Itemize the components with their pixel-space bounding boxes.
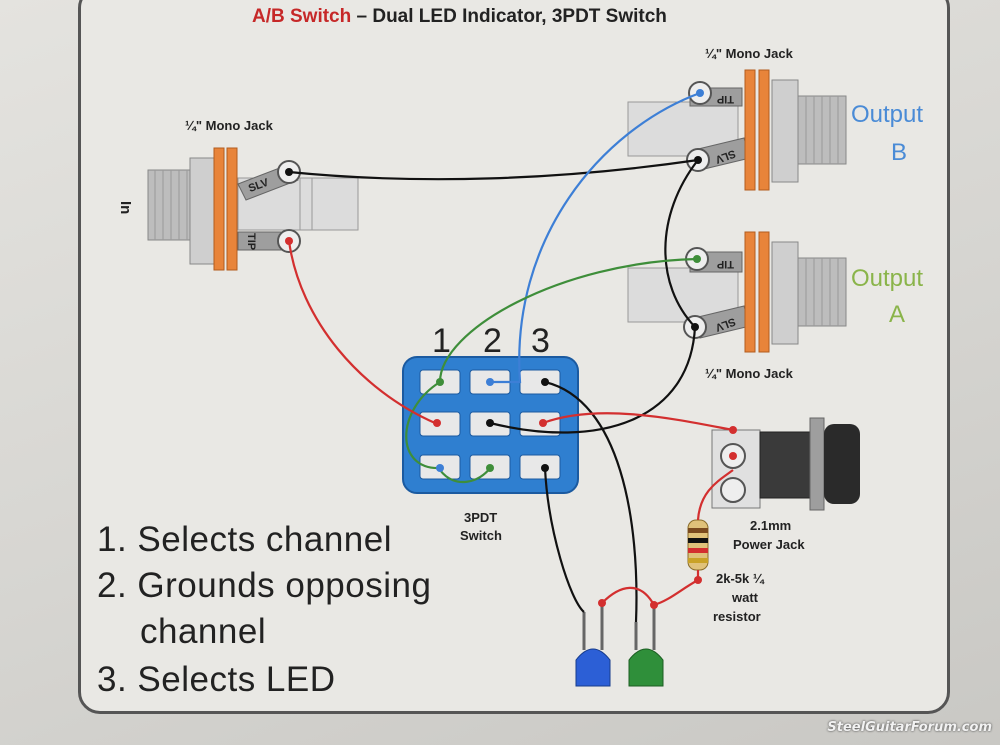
power-jack-label-line2: Power Jack [733, 537, 805, 552]
resistor [687, 519, 709, 571]
pole-number-1: 1 [432, 322, 451, 360]
note-1: 1. Selects channel [97, 520, 393, 559]
watermark: SteelGuitarForum.com [827, 720, 992, 735]
output-a-jack: TIP SLV [627, 231, 847, 353]
input-jack: SLV TIP [147, 147, 359, 271]
green-led [628, 605, 664, 687]
solder-points [285, 89, 737, 609]
input-side-label: In [117, 201, 134, 214]
input-jack-label: ¼" Mono Jack [185, 118, 274, 133]
output-a-letter: A [889, 301, 905, 328]
input-tip-label: TIP [245, 233, 257, 250]
output-b-tip-label: TIP [717, 93, 734, 105]
diagram-title: A/B Switch – Dual LED Indicator, 3PDT Sw… [252, 6, 667, 27]
wires [287, 91, 734, 623]
note-2: 2. Grounds opposing [97, 566, 432, 605]
note-3: 3. Selects LED [97, 660, 336, 699]
switch-label-line1: 3PDT [464, 510, 497, 525]
resistor-label-line2: watt [731, 590, 759, 605]
output-a-name: Output [851, 265, 923, 292]
note-2-continued: channel [140, 612, 267, 651]
output-a-jack-label: ¼" Mono Jack [705, 366, 794, 381]
resistor-label-line3: resistor [713, 609, 761, 624]
power-jack-label-line1: 2.1mm [750, 518, 791, 533]
resistor-label-line1: 2k-5k ¼ [716, 571, 765, 586]
output-b-letter: B [891, 139, 907, 166]
pole-number-3: 3 [531, 322, 550, 360]
output-b-jack-label: ¼" Mono Jack [705, 46, 794, 61]
output-a-tip-label: TIP [717, 258, 734, 270]
pole-number-2: 2 [483, 322, 502, 360]
output-b-name: Output [851, 101, 923, 128]
blue-led [575, 603, 611, 687]
output-b-jack: TIP SLV [627, 69, 847, 191]
switch-label-line2: Switch [460, 528, 502, 543]
